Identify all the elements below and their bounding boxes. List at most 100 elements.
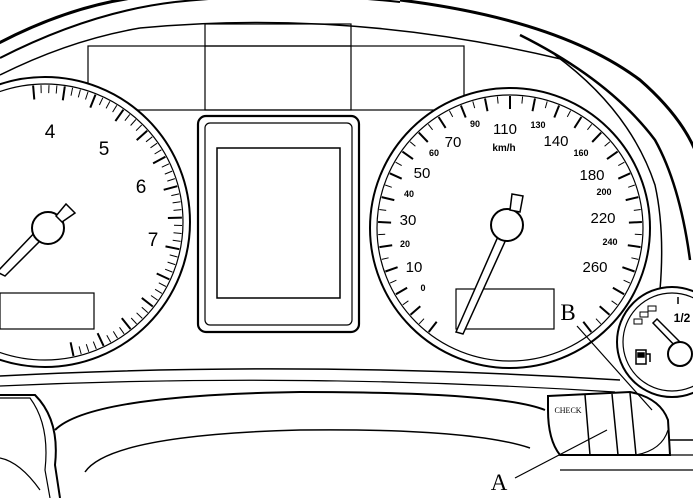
tick-mark [385, 266, 398, 273]
tick-mark [409, 305, 421, 316]
tick-mark [135, 124, 143, 131]
lower-dashboard [0, 368, 621, 498]
tick-mark [141, 297, 154, 308]
tick-mark [121, 317, 132, 330]
tick-mark [521, 96, 524, 104]
tach-numeral-5: 5 [99, 139, 110, 160]
tick-mark [611, 300, 618, 306]
tick-mark [544, 101, 548, 109]
tick-mark [112, 331, 118, 339]
speed-unit-label: km/h [492, 143, 515, 154]
speed-label-60: 60 [429, 148, 439, 158]
tick-mark [85, 344, 90, 352]
speed-label-220: 220 [590, 210, 615, 227]
tick-mark [472, 101, 476, 109]
speed-label-130: 130 [530, 120, 545, 130]
tick-mark [587, 123, 593, 131]
tick-mark [418, 131, 429, 143]
callout-a-leader [514, 429, 608, 479]
tick-mark [378, 221, 392, 224]
tick-mark [599, 305, 611, 316]
tick-mark [395, 161, 402, 167]
speed-label-160: 160 [573, 148, 588, 158]
tick-mark [164, 170, 173, 175]
tick-mark [437, 116, 447, 129]
tick-mark [96, 332, 105, 347]
tick-mark [618, 161, 625, 167]
tick-mark [171, 193, 180, 197]
callout-a-label: A [491, 470, 508, 495]
tachometer-needle-tail [54, 202, 77, 223]
speed-label-40: 40 [404, 189, 414, 199]
tick-mark [32, 85, 36, 100]
speed-label-260: 260 [582, 259, 607, 276]
tick-mark [427, 321, 438, 333]
center-display [196, 114, 361, 334]
tick-mark [381, 196, 395, 202]
callout-b-label: B [560, 300, 575, 325]
speed-label-110: 110 [493, 121, 517, 138]
tach-numeral-4: 4 [45, 122, 56, 143]
tick-mark [164, 268, 173, 273]
tick-mark [389, 279, 397, 284]
tick-mark [156, 272, 170, 281]
tick-mark [114, 109, 125, 122]
speed-label-50: 50 [414, 165, 431, 182]
tick-mark [106, 334, 112, 343]
tick-mark [617, 172, 631, 180]
tick-mark [112, 105, 118, 113]
speedometer-ticks [378, 96, 642, 333]
speed-label-240: 240 [602, 237, 617, 247]
tick-mark [459, 105, 467, 118]
tachometer-hub [31, 211, 65, 245]
callout-b: B [560, 300, 653, 411]
tick-mark [150, 142, 158, 149]
tick-mark [595, 318, 602, 325]
speedometer-needle-tail [509, 193, 524, 213]
tick-mark [448, 110, 454, 118]
tick-mark [172, 239, 181, 242]
tick-mark [633, 209, 641, 211]
tick-mark [130, 317, 137, 325]
tick-mark [152, 155, 166, 165]
tick-mark [169, 254, 178, 258]
speed-label-70: 70 [445, 134, 462, 151]
tick-mark [105, 101, 111, 109]
tach-numeral-6: 6 [136, 177, 147, 198]
tick-mark [119, 327, 125, 335]
tick-mark [612, 286, 625, 296]
tick-mark [173, 209, 182, 211]
tick-mark [163, 185, 178, 191]
upper-panel [87, 23, 465, 111]
tick-mark [573, 116, 583, 129]
speedometer: 0 10 20 30 40 50 60 70 90 110 130 140 16… [369, 87, 651, 369]
speed-label-200: 200 [596, 187, 611, 197]
tick-mark [150, 295, 158, 301]
tick-mark [553, 105, 561, 118]
tick-mark [628, 184, 635, 188]
tick-mark [145, 136, 153, 143]
stalk-check-label: CHECK [554, 406, 581, 415]
tick-mark [385, 184, 392, 188]
tick-mark [173, 232, 182, 234]
tick-mark [591, 131, 602, 143]
speed-label-0: 0 [420, 283, 425, 293]
tick-mark [622, 266, 635, 273]
tachometer: 4 5 6 7 [0, 76, 191, 368]
tick-mark [141, 306, 149, 313]
tick-mark [154, 149, 162, 155]
tick-mark [136, 312, 143, 319]
tick-mark [628, 221, 642, 224]
tick-mark [130, 119, 137, 126]
fuel-pump-icon [635, 349, 651, 365]
speedometer-hub [490, 208, 524, 242]
tick-mark [623, 279, 631, 284]
tick-mark [627, 244, 641, 249]
tick-mark [381, 257, 389, 260]
tick-mark [582, 321, 593, 333]
tick-mark [172, 201, 181, 204]
tick-mark [55, 85, 58, 94]
tick-mark [158, 282, 167, 287]
speed-label-180: 180 [579, 167, 604, 184]
